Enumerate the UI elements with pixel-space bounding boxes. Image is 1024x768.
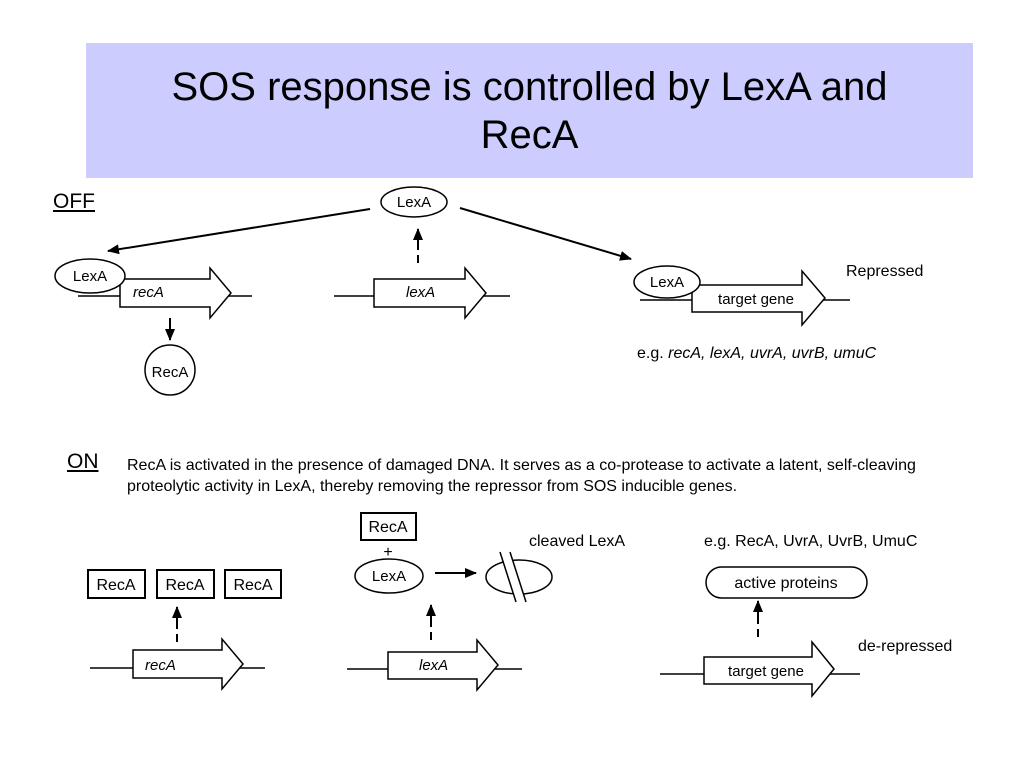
off-example-prefix: e.g. — [637, 345, 668, 362]
off-section-label: OFF — [53, 190, 95, 213]
on-description: RecA is activated in the presence of dam… — [127, 457, 916, 495]
reca-gene-on: recA — [90, 636, 265, 692]
lexa-top-label: LexA — [397, 194, 431, 211]
plus-sign: + — [383, 544, 392, 561]
cleaved-lexa-label: cleaved LexA — [529, 533, 625, 550]
derepressed-label: de-repressed — [858, 638, 952, 655]
reca-box-1: RecA — [87, 569, 146, 599]
cleaved-lexa-shape — [485, 550, 553, 604]
slide-title: SOS response is controlled by LexA and R… — [171, 64, 888, 157]
lexa-bound-reca: LexA — [54, 258, 126, 294]
lexa-gene-off-label: lexA — [406, 284, 435, 301]
title-banner: SOS response is controlled by LexA and R… — [86, 43, 973, 178]
reca-gene-off-label: recA — [133, 284, 164, 301]
lexa-on-label: LexA — [372, 568, 406, 585]
reca-box-1-label: RecA — [96, 577, 135, 594]
lexa-gene-on-label: lexA — [419, 657, 448, 674]
target-gene-off: target gene — [640, 268, 850, 328]
reca-gene-off: recA — [78, 265, 252, 321]
off-example-genes: e.g. recA, lexA, uvrA, uvrB, umuC — [637, 345, 877, 362]
lexa-gene-off: lexA — [334, 265, 510, 321]
target-gene-off-label: target gene — [718, 291, 794, 308]
reca-complex-label: RecA — [368, 519, 407, 536]
active-proteins-label: active proteins — [734, 575, 837, 592]
reca-complex-box: RecA — [360, 512, 417, 541]
reca-protein-off: RecA — [144, 344, 196, 396]
lexa-bound-target-label: LexA — [650, 274, 684, 291]
reca-protein-off-label: RecA — [152, 364, 189, 381]
reca-box-2-label: RecA — [165, 577, 204, 594]
target-gene-on-label: target gene — [728, 663, 804, 680]
repressed-label: Repressed — [846, 263, 923, 280]
on-section-label: ON — [67, 450, 99, 473]
reca-box-3-label: RecA — [233, 577, 272, 594]
active-proteins-pill: active proteins — [705, 566, 868, 599]
lexa-protein-top: LexA — [380, 186, 448, 218]
on-example-proteins: e.g. RecA, UvrA, UvrB, UmuC — [704, 533, 917, 550]
lexa-bound-target: LexA — [633, 265, 701, 299]
target-gene-on: target gene — [660, 639, 860, 699]
reca-box-2: RecA — [156, 569, 215, 599]
arrow-lexa-to-reca-gene — [107, 208, 371, 255]
lexa-protein-on: LexA — [354, 558, 424, 594]
lexa-bound-reca-label: LexA — [73, 268, 107, 285]
off-example-list: recA, lexA, uvrA, uvrB, umuC — [668, 345, 877, 362]
lexa-gene-on: lexA — [347, 637, 522, 693]
reca-gene-on-label: recA — [145, 657, 176, 674]
reca-box-3: RecA — [224, 569, 282, 599]
arrow-lexa-to-target-gene — [459, 207, 632, 261]
